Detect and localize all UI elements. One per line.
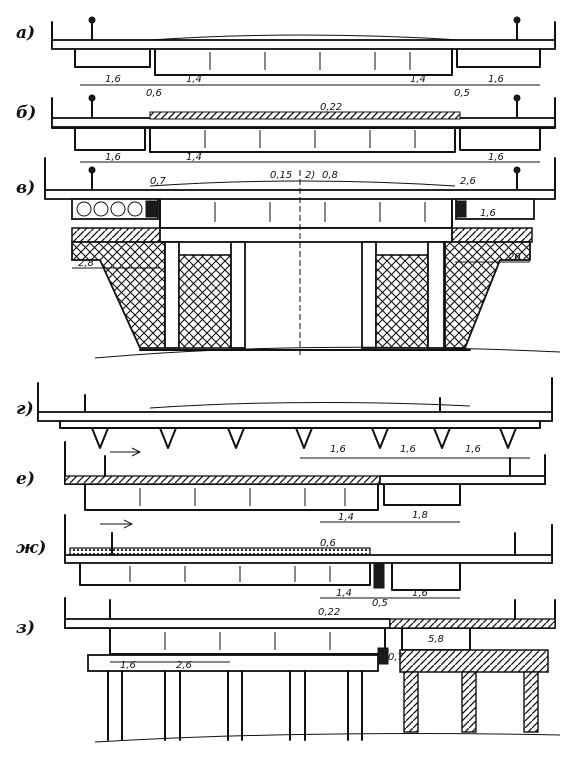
dim-z-2: 1,6 xyxy=(120,660,136,671)
dim-b-4: 1,6 xyxy=(488,152,504,163)
dim-z-1: 0,22 xyxy=(318,607,340,618)
dim-z-4: 5,8 xyxy=(428,634,444,645)
dim-zh-1: 0,6 xyxy=(320,538,336,549)
section-b: 0,22 1,6 1,4 1,6 xyxy=(51,94,556,163)
section-d: 1,4 1,8 xyxy=(64,441,546,523)
dim-a-5: 0,5 xyxy=(454,88,470,99)
label-g: г) xyxy=(16,399,34,419)
dim-a-1: 1,6 xyxy=(105,74,121,85)
dim-z-5: 0,7 xyxy=(388,652,405,663)
section-g: 1,6 1,6 1,6 xyxy=(37,377,553,459)
dim-b-3: 1,4 xyxy=(186,152,202,163)
dim-a-6: 1,6 xyxy=(488,74,504,85)
dim-v-7: 2,8 xyxy=(78,258,94,269)
label-a: а) xyxy=(16,23,35,43)
dim-g-3: 1,6 xyxy=(465,444,481,455)
dim-v-5: 2,6 xyxy=(460,176,476,187)
section-zh: 0,6 1,4 0,5 1,6 xyxy=(64,514,553,609)
dim-v-1: 0,7 xyxy=(150,176,167,187)
dim-zh-3: 0,5 xyxy=(372,598,388,609)
dim-a-4: 1,4 xyxy=(410,74,426,85)
label-b: б) xyxy=(16,103,36,123)
label-zh: ж) xyxy=(16,538,46,558)
dim-b-1: 0,22 xyxy=(320,102,342,113)
dim-z-3: 2,6 xyxy=(176,660,192,671)
dim-a-2: 1,4 xyxy=(186,74,202,85)
section-z: 0,22 1,6 2,6 5,8 0,7 xyxy=(64,597,561,743)
label-v: в) xyxy=(16,178,35,198)
dim-g-2: 1,6 xyxy=(400,444,416,455)
dim-v-2: 0,15 xyxy=(270,170,292,181)
dim-d-2: 1,8 xyxy=(412,510,428,521)
section-a: 1,6 1,4 0,6 1,4 0,5 1,6 xyxy=(51,16,556,99)
dim-v-8: 20 xyxy=(508,252,521,263)
dim-g-1: 1,6 xyxy=(330,444,346,455)
label-z: з) xyxy=(16,618,35,638)
dim-a-3: 0,6 xyxy=(146,88,162,99)
dim-v-4: 0,8 xyxy=(322,170,338,181)
dim-b-2: 1,6 xyxy=(105,152,121,163)
dim-d-1: 1,4 xyxy=(338,512,354,523)
dim-zh-4: 1,6 xyxy=(412,588,428,599)
dim-v-6: 1,6 xyxy=(480,208,496,219)
label-d: е) xyxy=(16,469,35,489)
dim-zh-2: 1,4 xyxy=(336,588,352,599)
dim-v-3: 2) xyxy=(305,170,315,181)
section-v: 0,7 0,15 2) 0,8 2,6 1,6 2,8 20 xyxy=(44,157,561,359)
